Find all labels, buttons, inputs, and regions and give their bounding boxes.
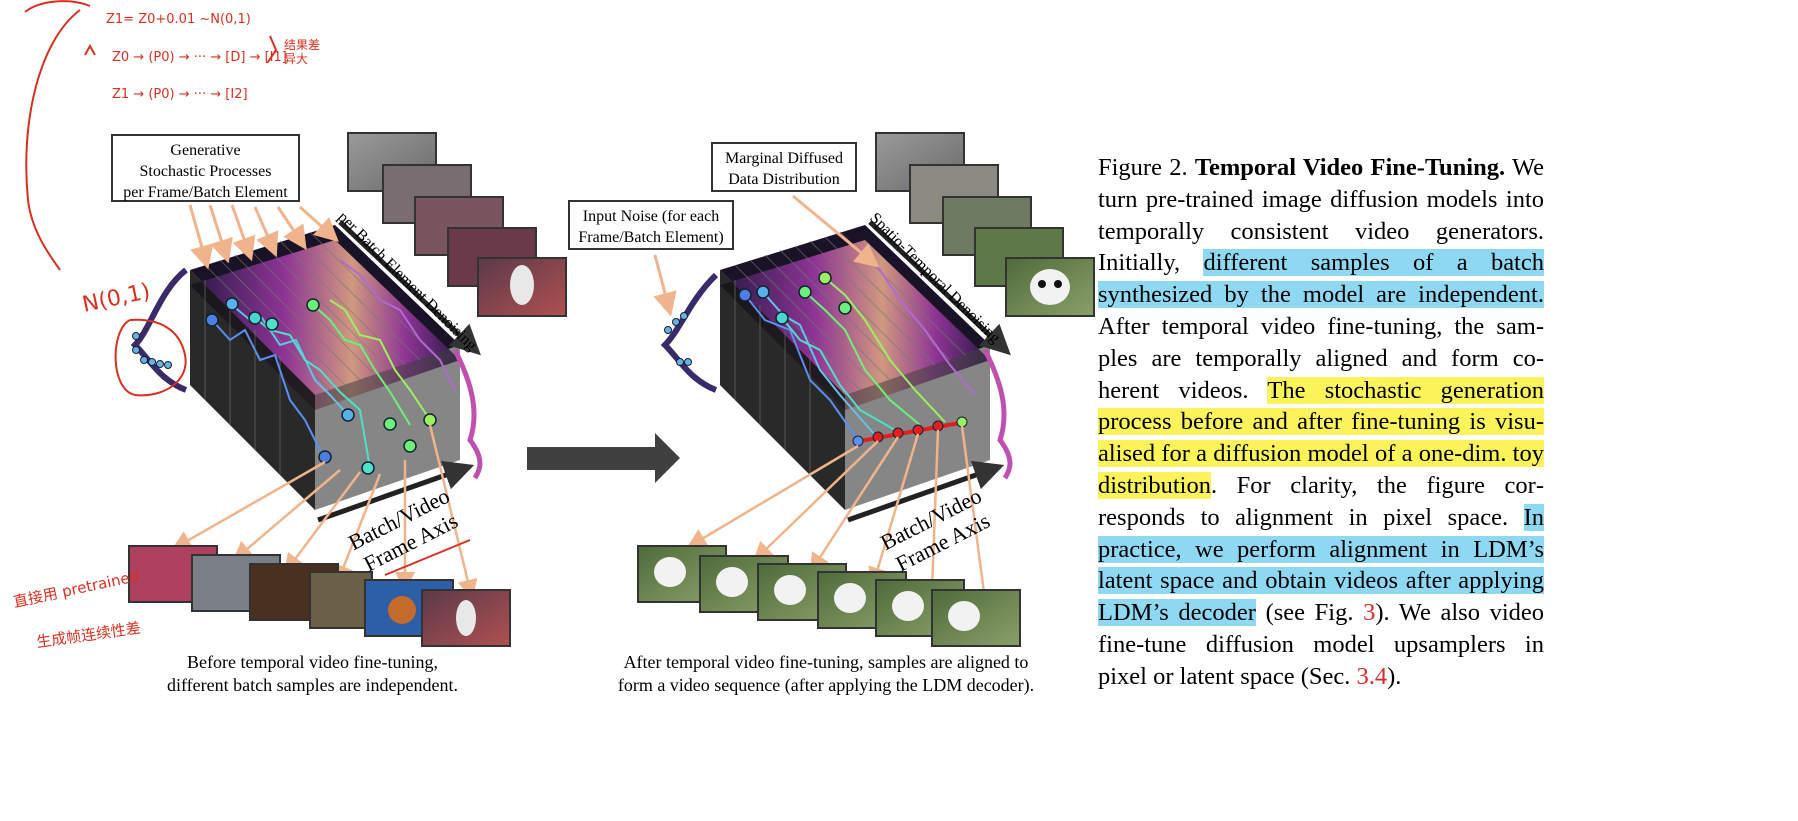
caption-section-reference-link[interactable]: 3.4 — [1356, 662, 1388, 690]
left-denoising-cube — [130, 220, 483, 523]
caption-title: Temporal Video Fine-Tuning. — [1194, 154, 1506, 181]
marginal-label-box: Marginal Diffused Data Distribution — [711, 142, 857, 192]
marginal-label-line2: Data Distribution — [728, 171, 840, 188]
left-caption-line2: different batch samples are independent. — [166, 675, 459, 695]
caption-text-5: ). We also video fine-tune diffusion mod… — [1098, 599, 1544, 690]
left-process-arrows — [188, 204, 339, 270]
caption-figure-reference-link[interactable]: 3 — [1363, 599, 1376, 627]
caption-text-1: We turn pre-trained image diffusion mod­… — [1098, 154, 1545, 277]
process-label-line2: Stochastic Processes — [139, 163, 272, 180]
right-output-arrows — [686, 425, 994, 610]
left-output-arrows — [171, 424, 478, 600]
caption-text-3: . For clarity, the figure cor­responds t… — [1098, 471, 1544, 531]
left-caption-line1: Before temporal video fine-tuning, — [187, 652, 438, 672]
left-denoise-image-stack — [347, 132, 567, 317]
right-caption-line2: form a video sequence (after applying th… — [617, 675, 1035, 695]
process-label-line3: per Frame/Batch Element — [123, 184, 288, 201]
fine-tuning-arrow — [527, 433, 680, 483]
handwritten-formula-3: Z1 → (P0) → ··· → [I2] — [112, 87, 248, 102]
caption-text-4: (see Fig. — [1255, 599, 1364, 627]
right-label-arrows — [653, 194, 880, 317]
caption-text-6: ). — [1387, 662, 1402, 690]
left-panel-caption: Before temporal video fine-tuning, diffe… — [120, 651, 505, 697]
handwritten-strokes — [24, 0, 471, 576]
right-output-images — [637, 545, 1021, 647]
noise-label-box: Input Noise (for each Frame/Batch Elemen… — [568, 200, 734, 250]
process-label-line1: Generative — [170, 142, 241, 159]
right-panel-caption: After temporal video fine-tuning, sample… — [596, 651, 1056, 697]
handwritten-formula-2: Z0 → (P0) → ··· → [D] → [I1] — [112, 50, 287, 65]
noise-label-line2: Frame/Batch Element) — [578, 229, 724, 246]
caption-text-2: After temporal video fine-tuning, the sa… — [1098, 312, 1544, 404]
caption-figure-number: Figure 2. — [1098, 154, 1188, 181]
figure-caption: Figure 2. Temporal Video Fine-Tuning. We… — [1098, 152, 1544, 693]
figure-graphics — [24, 0, 1095, 647]
marginal-label-line1: Marginal Diffused — [724, 150, 844, 167]
right-denoising-cube — [660, 220, 1013, 523]
handwritten-note-difference: 结果差异大 — [284, 38, 321, 66]
left-output-images — [128, 545, 511, 647]
right-caption-line1: After temporal video fine-tuning, sample… — [623, 652, 1029, 672]
handwritten-formula-1: Z1= Z0+0.01 ~N(0,1) — [106, 12, 251, 27]
right-denoise-image-stack — [875, 132, 1095, 317]
process-label-box: Generative Stochastic Processes per Fram… — [111, 134, 300, 202]
noise-label-line1: Input Noise (for each — [582, 208, 720, 225]
